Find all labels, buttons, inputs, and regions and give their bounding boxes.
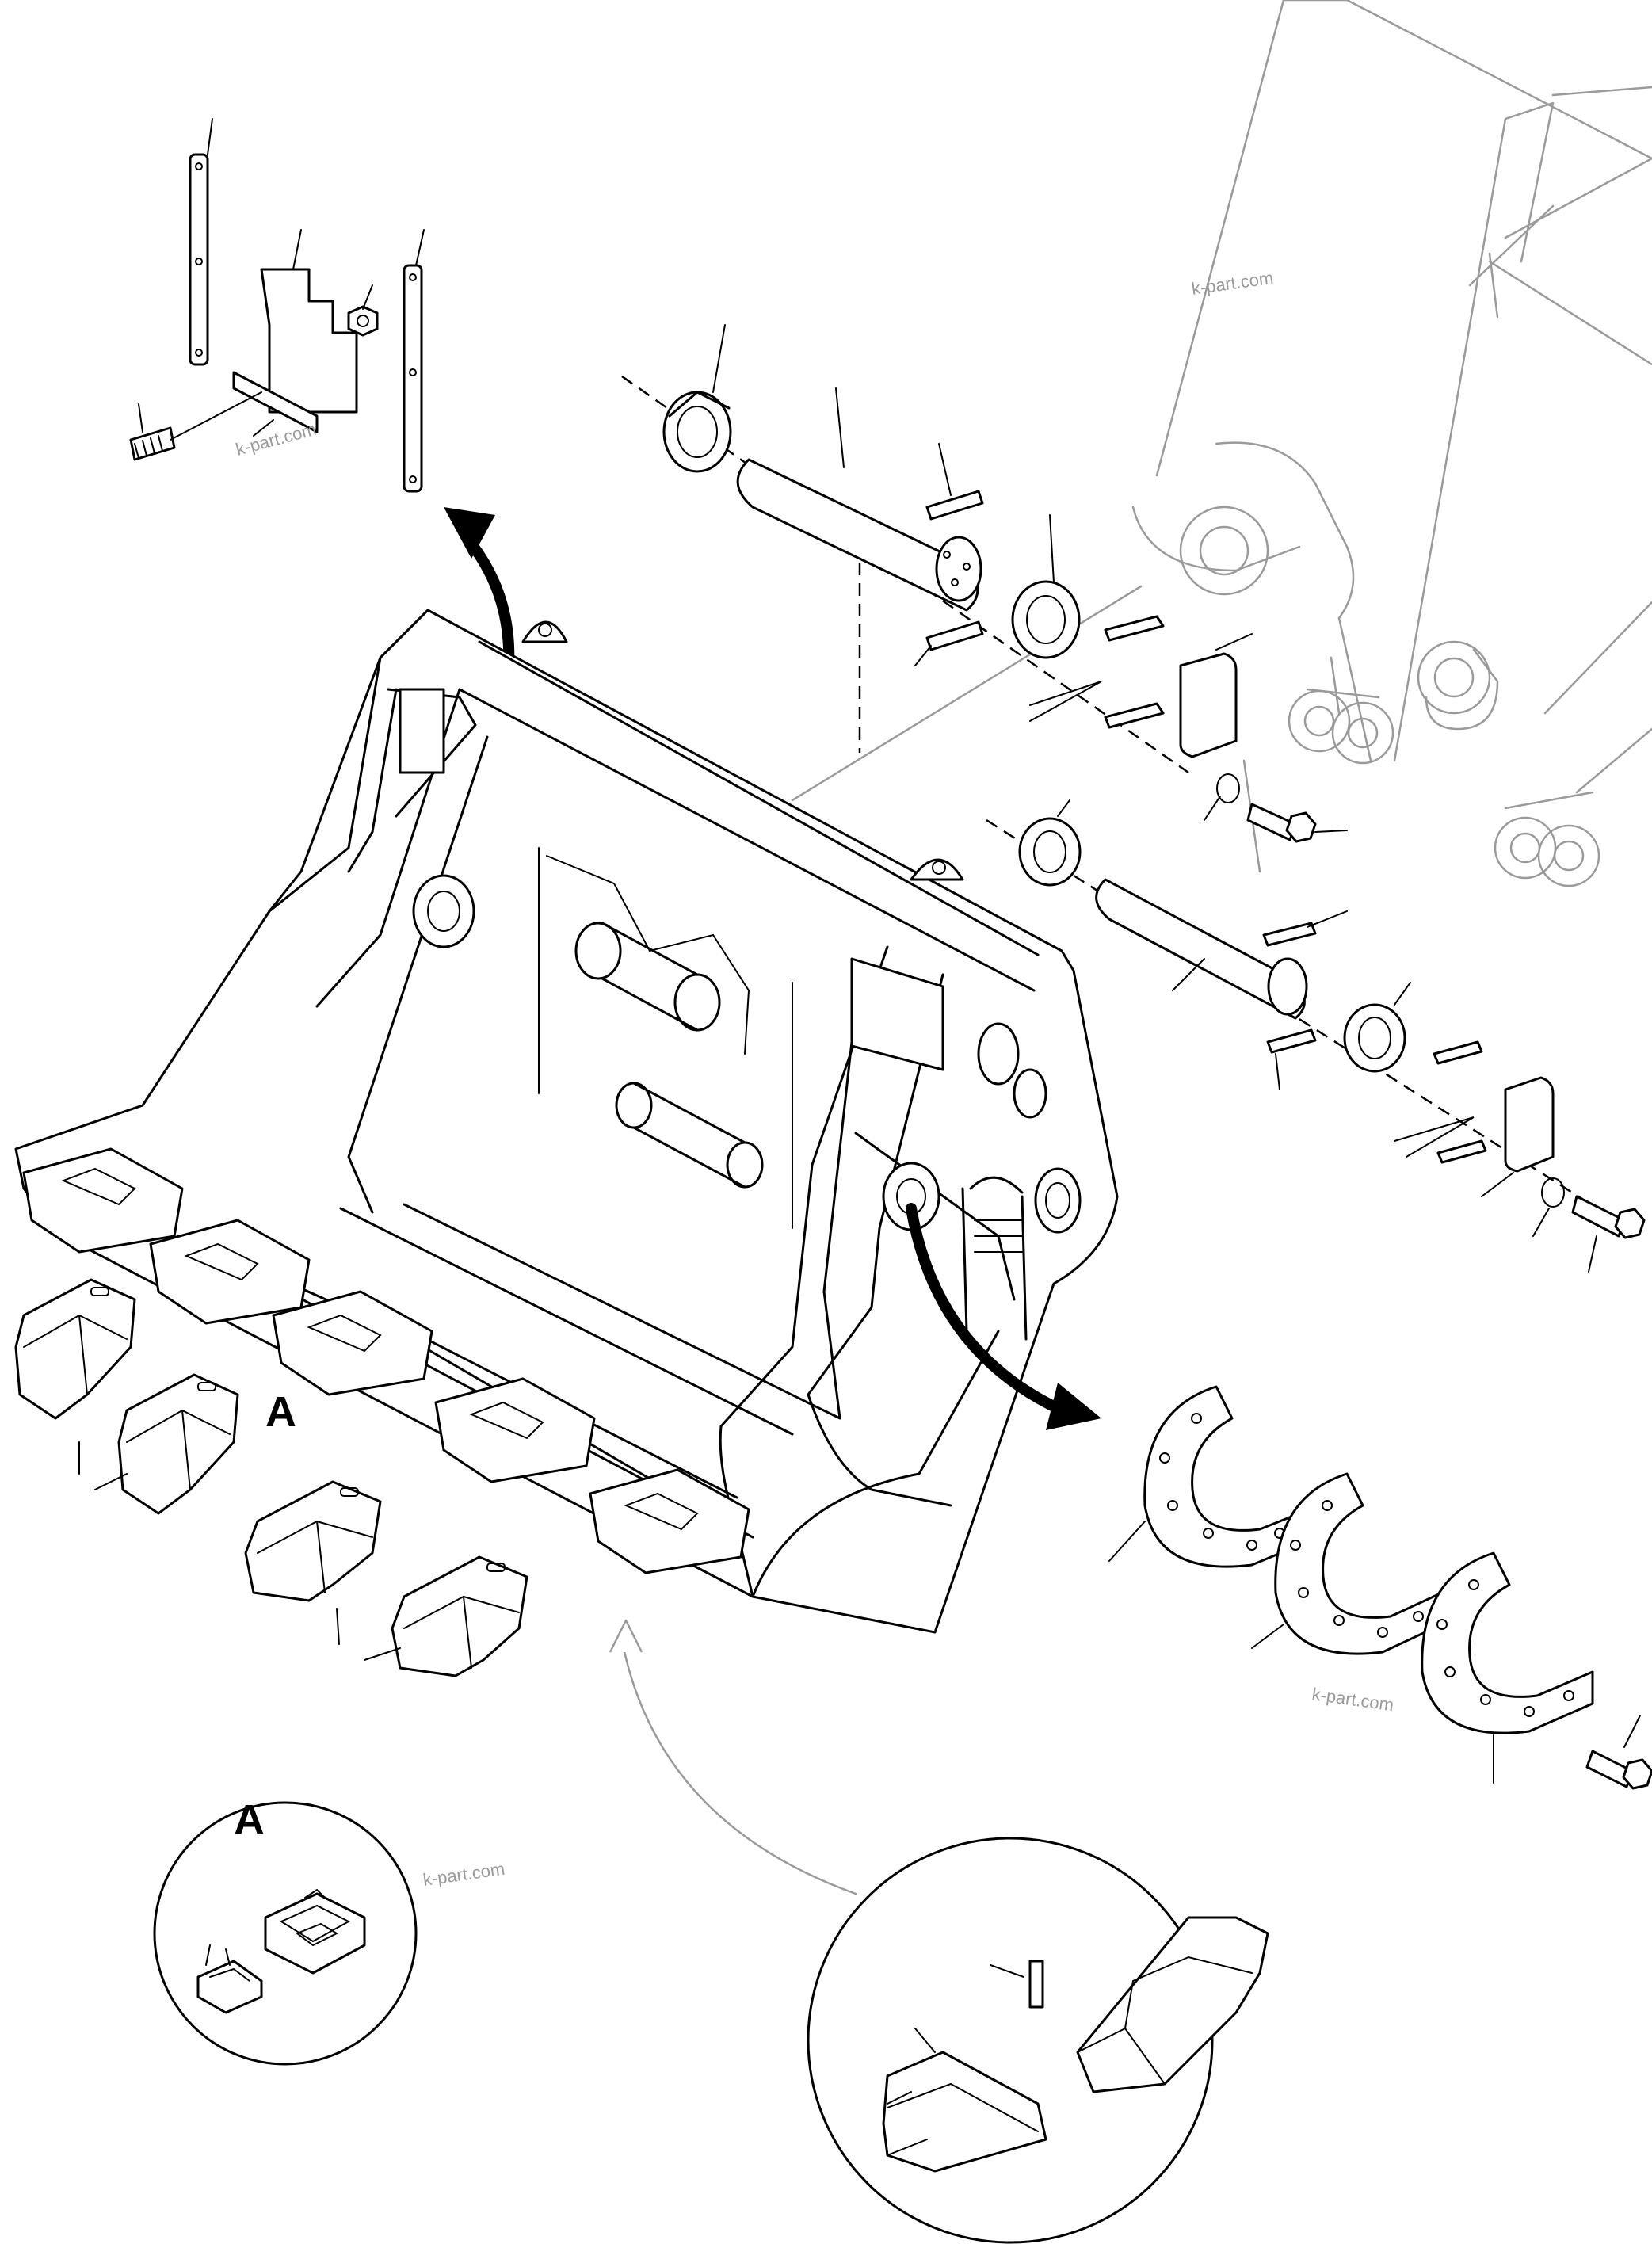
bushing-lower-left [1018, 817, 1082, 887]
svg-text:k-part.com: k-part.com [422, 1859, 506, 1890]
upper-pin-set [621, 324, 1348, 843]
view-a-title: A [234, 1796, 265, 1844]
shim-1 [1143, 1385, 1301, 1568]
pin-key-bottom [925, 620, 984, 651]
tooth-adapters [22, 1147, 750, 1574]
side-plate-shims [1108, 1385, 1652, 1790]
view-a-callout: A [265, 1388, 296, 1436]
retainer-pin [196, 1960, 263, 2014]
nut-icon [347, 305, 379, 337]
tooth-cap-1 [14, 1278, 136, 1420]
detail-pointer-arrow [609, 1619, 857, 1895]
bolt-lower [1571, 1195, 1626, 1238]
tooth-point [1076, 1916, 1269, 2093]
detail-tooth-view [807, 1837, 1269, 2244]
strip-plate-left [189, 153, 209, 366]
bolt-upper [1246, 803, 1297, 841]
ghost-boom-arm [791, 0, 1652, 887]
lug-plate-left [399, 688, 445, 774]
pivot-boss-left [412, 874, 475, 948]
upper-pin-end [935, 536, 982, 602]
shim-plate [260, 268, 358, 414]
clamp-bar [232, 371, 319, 433]
strip-plate-right [403, 264, 423, 493]
svg-text:k-part.com: k-part.com [1311, 1684, 1394, 1715]
arrow-to-side-plates-icon [906, 1203, 1101, 1430]
lower-pin-set [986, 799, 1646, 1273]
retainer-key-b [1104, 702, 1165, 729]
svg-text:k-part.com: k-part.com [234, 419, 319, 460]
tooth-adapter [882, 2051, 1047, 2173]
shim-3 [1421, 1551, 1594, 1734]
shim-2 [1274, 1472, 1444, 1655]
retainer-block [264, 1892, 366, 1975]
pin-key-lower-bottom [1266, 1028, 1317, 1054]
detail-a-view: A [153, 1796, 418, 2066]
lifting-eye-left [521, 620, 568, 643]
pin-key-top [925, 490, 984, 521]
tooth-caps [14, 1278, 528, 1677]
locking-pin [1028, 1960, 1044, 2009]
tooth-cap-3 [244, 1480, 382, 1602]
cover-plate-lower [1504, 1076, 1555, 1173]
bucket-body [14, 609, 1119, 1634]
shim-bolt [1585, 1750, 1634, 1788]
lug-plate-right [850, 957, 944, 1071]
tooth-cap-2 [117, 1373, 239, 1515]
cylinder-boss [1034, 1167, 1082, 1234]
retainer-key-a [1104, 615, 1165, 642]
cover-plate-upper [1179, 652, 1238, 758]
bushing-lower-right [1343, 1003, 1406, 1073]
pin-key-lower-top [1262, 922, 1317, 947]
adapter-plate-kit [129, 118, 425, 493]
bushing-upper-right [1011, 580, 1081, 659]
lifting-eye-right [910, 858, 964, 881]
tooth-cap-4 [391, 1555, 528, 1677]
svg-text:k-part.com: k-part.com [1190, 268, 1274, 299]
